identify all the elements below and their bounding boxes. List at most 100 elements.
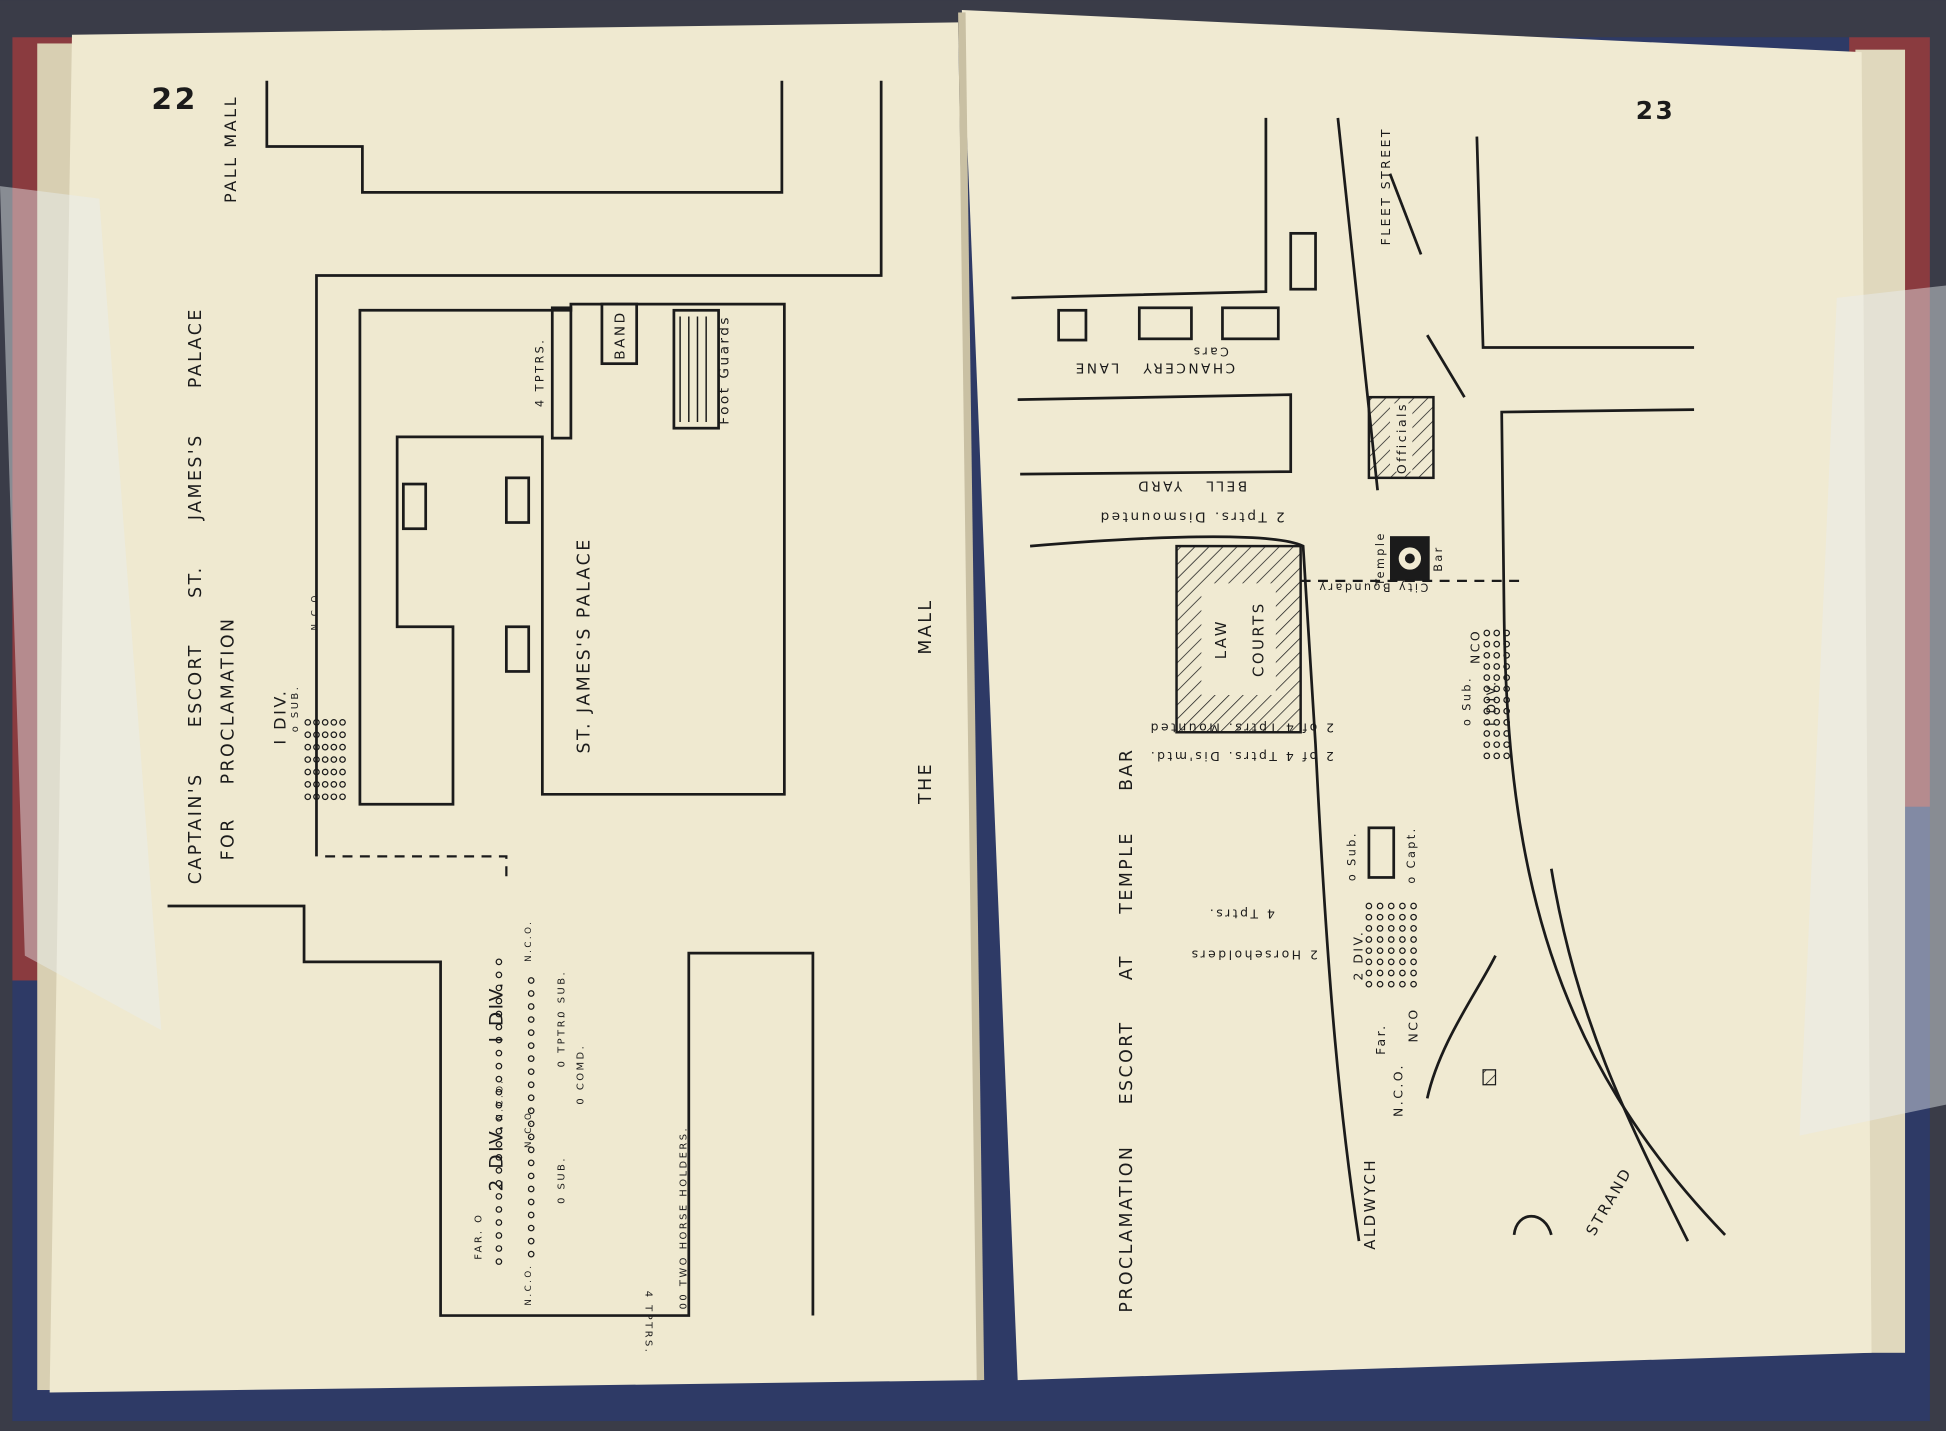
soldier-dot	[1493, 730, 1501, 737]
nco-label-a: N.C.O.	[524, 1263, 534, 1305]
soldier-dot	[304, 768, 312, 776]
nco-label-2: NCO	[1405, 1007, 1420, 1042]
soldier-dot	[1503, 752, 1511, 760]
soldier-dot	[527, 1107, 535, 1115]
soldier-dot	[330, 768, 338, 776]
officials-label: Officials	[1394, 402, 1409, 474]
soldier-dot	[527, 1055, 535, 1063]
soldier-dot	[495, 1036, 503, 1044]
soldier-dot	[321, 743, 329, 751]
soldier-dot	[1376, 902, 1384, 910]
sub-right-label: o Sub.	[1461, 676, 1474, 726]
farrier-label: FAR. O	[474, 1213, 485, 1260]
courts-label: COURTS	[1249, 601, 1267, 677]
soldier-dot	[330, 743, 338, 751]
soldier-dot	[495, 1088, 503, 1096]
soldier-dot	[495, 1075, 503, 1083]
fleet-street-label: FLEET STREET	[1378, 127, 1393, 245]
soldier-dot	[313, 756, 320, 763]
soldier-dot	[527, 1042, 535, 1049]
soldier-dot	[1493, 741, 1501, 749]
soldier-dot	[321, 768, 329, 776]
soldier-dot	[1493, 696, 1501, 704]
soldier-dot	[339, 743, 346, 751]
soldier-dot	[1399, 902, 1406, 910]
soldier-dot	[495, 1245, 503, 1252]
soldier-dot	[1483, 696, 1491, 704]
soldier-dot	[1399, 980, 1406, 988]
soldier-dot	[313, 768, 320, 776]
soldier-dot	[527, 1198, 535, 1206]
soldier-dot	[1483, 730, 1491, 737]
soldier-dot	[1503, 718, 1511, 726]
horseholders-label: 2 Horseholders	[1189, 948, 1318, 963]
soldier-dot	[1503, 640, 1511, 648]
page-number-23: 23	[1636, 96, 1676, 125]
soldier-dot	[527, 990, 535, 997]
soldier-dot	[1376, 947, 1384, 955]
soldier-dot	[495, 1206, 503, 1213]
soldier-dot	[1483, 674, 1491, 681]
soldier-dot	[495, 958, 503, 966]
div2-label: 2 DIV.	[487, 1123, 508, 1192]
soldier-dot	[1387, 947, 1395, 955]
soldier-dot	[330, 781, 338, 788]
soldier-dot	[1483, 707, 1491, 715]
tptrs-dismounted-label: 2 Tptrs. Dismounted	[1098, 509, 1285, 525]
soldier-dot	[527, 1081, 535, 1089]
soldier-dot	[1410, 980, 1417, 988]
soldier-dot	[1387, 913, 1395, 921]
div2-right-label: 2 DIV.	[1351, 930, 1366, 981]
soldier-dot	[1376, 969, 1384, 977]
soldier-dot	[1493, 718, 1501, 726]
soldier-dot	[313, 793, 320, 801]
soldier-dot	[495, 1219, 503, 1226]
soldier-dot	[1503, 651, 1511, 659]
soldier-dot	[339, 781, 346, 788]
soldier-dot	[527, 1172, 535, 1180]
soldier-dot	[1503, 741, 1511, 749]
soldier-dot	[495, 1193, 503, 1200]
soldier-dot	[1483, 651, 1491, 659]
soldier-dot	[495, 1140, 503, 1148]
soldier-dot	[1399, 913, 1406, 921]
soldier-dot	[527, 1016, 535, 1023]
soldier-dot	[1410, 913, 1417, 921]
soldier-dot	[1376, 980, 1384, 988]
soldier-dot	[495, 1258, 503, 1265]
tptr-label: 0 TPTR.	[557, 1013, 568, 1068]
soldier-dot	[527, 1250, 535, 1258]
soldier-dot	[304, 793, 312, 801]
soldier-dot	[1483, 718, 1491, 726]
sub-label-a: 0 SUB.	[557, 1156, 568, 1204]
soldier-dot	[1503, 685, 1511, 693]
page-number-22: 22	[151, 82, 197, 117]
soldier-dot	[527, 1029, 535, 1036]
soldier-dot	[330, 793, 338, 801]
soldier-dot	[1483, 741, 1491, 749]
four-tptrs-label: 4 Tptrs.	[1207, 907, 1275, 922]
pall-mall-label: PALL MALL	[221, 95, 240, 203]
soldier-dot	[1387, 936, 1395, 943]
soldier-dot	[1503, 730, 1511, 737]
soldier-dot	[304, 731, 312, 739]
soldier-dot	[1493, 685, 1501, 693]
div1-top-label: I DIV.	[270, 689, 289, 745]
soldier-dot	[1483, 752, 1491, 760]
comd-label: 0 COMD.	[575, 1044, 586, 1105]
tptrs-dismtd-label: 2 of 4 Tptrs. Dis'mtd.	[1148, 749, 1334, 764]
soldier-dot	[495, 984, 503, 992]
soldier-dot	[527, 1120, 535, 1128]
page-holder-left	[0, 186, 162, 1031]
soldier-dot	[304, 718, 312, 726]
soldier-dot	[313, 718, 320, 726]
soldier-dot	[1493, 651, 1501, 659]
soldier-dot	[495, 1167, 503, 1174]
nco-label-1: N.C.O.	[1390, 1063, 1405, 1117]
soldier-dot	[495, 1153, 503, 1161]
soldier-dot	[495, 971, 503, 979]
soldier-dot	[339, 718, 346, 726]
sub-top-label: o SUB.	[290, 685, 301, 733]
left-diagram: 22 PALL MALL CAPTAIN'S ESCORT ST. JAMES'…	[151, 80, 936, 1354]
horse-holders-label: 00 TWO HORSE HOLDERS.	[678, 1126, 689, 1309]
